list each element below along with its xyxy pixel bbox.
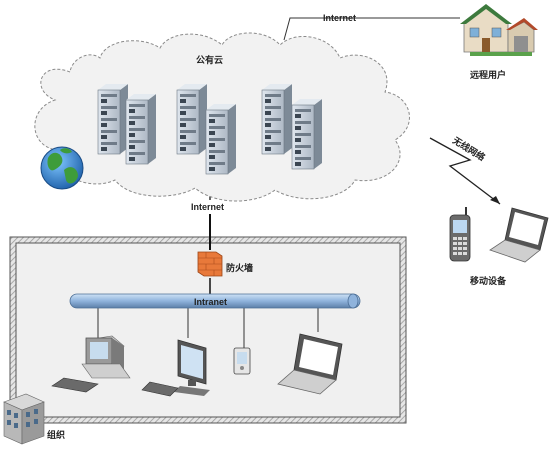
firewall-icon bbox=[197, 251, 223, 277]
wireless-network-label: 无线网络 bbox=[450, 134, 487, 163]
laptop-icon bbox=[277, 333, 343, 395]
house-icon bbox=[460, 4, 538, 56]
pda-icon bbox=[233, 347, 251, 375]
mobile-laptop-icon bbox=[489, 207, 549, 263]
globe-icon bbox=[40, 146, 84, 190]
mobile-devices-label: 移动设备 bbox=[470, 275, 507, 286]
internet-mid-label: Internet bbox=[191, 202, 224, 212]
server-rack-group-1 bbox=[97, 83, 157, 165]
organization-label: 组织 bbox=[47, 429, 65, 440]
mobile-phone-icon bbox=[449, 207, 471, 262]
intranet-bar bbox=[69, 293, 361, 309]
public-cloud-label: 公有云 bbox=[196, 54, 223, 65]
firewall-label: 防火墙 bbox=[226, 262, 253, 273]
building-icon bbox=[3, 393, 45, 445]
monitor-icon bbox=[141, 339, 210, 397]
remote-user-label: 远程用户 bbox=[470, 69, 506, 80]
internet-top-label: Internet bbox=[323, 13, 356, 23]
wireless-link-icon bbox=[429, 137, 501, 205]
desktop-computer-icon bbox=[51, 335, 131, 393]
intranet-label: Intranet bbox=[194, 297, 227, 307]
